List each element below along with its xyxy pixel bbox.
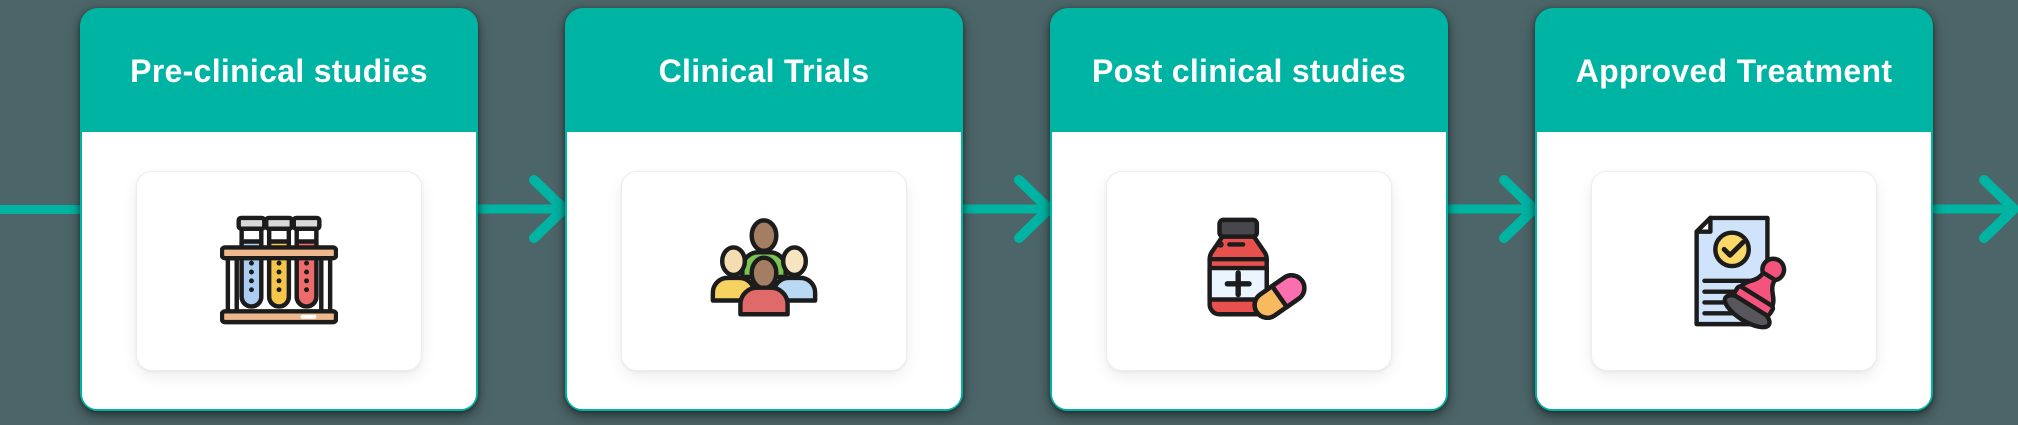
flow-entry-line bbox=[0, 205, 81, 214]
arrow-head-icon bbox=[529, 175, 568, 243]
step-body bbox=[567, 132, 961, 409]
people-group-icon bbox=[710, 217, 818, 316]
step-card-post-clinical: Post clinical studies bbox=[1050, 8, 1448, 411]
step-header: Post clinical studies bbox=[1052, 10, 1446, 132]
step-header: Approved Treatment bbox=[1537, 10, 1931, 132]
step-body bbox=[82, 132, 476, 409]
icon-tile bbox=[1591, 170, 1877, 371]
approved-document-stamp-icon bbox=[1694, 215, 1787, 329]
arrow-head-icon bbox=[1014, 175, 1053, 243]
icon-tile bbox=[621, 170, 907, 371]
arrow-connector-2 bbox=[960, 172, 1053, 246]
medicine-bottle-pill-icon bbox=[1207, 217, 1307, 320]
arrow-head-icon bbox=[1979, 175, 2018, 243]
test-tubes-icon bbox=[220, 215, 338, 324]
step-body bbox=[1052, 132, 1446, 409]
step-card-approved-treatment: Approved Treatment bbox=[1535, 8, 1933, 411]
step-title: Approved Treatment bbox=[1575, 52, 1893, 89]
step-title: Pre-clinical studies bbox=[130, 52, 428, 89]
step-card-preclinical: Pre-clinical studies bbox=[80, 8, 478, 411]
step-header: Pre-clinical studies bbox=[82, 10, 476, 132]
flow-exit-arrow bbox=[1931, 172, 2018, 246]
step-header: Clinical Trials bbox=[567, 10, 961, 132]
step-title: Clinical Trials bbox=[658, 52, 870, 89]
arrow-connector-3 bbox=[1445, 172, 1538, 246]
arrow-connector-1 bbox=[475, 172, 568, 246]
step-card-clinical-trials: Clinical Trials bbox=[565, 8, 963, 411]
step-body bbox=[1537, 132, 1931, 409]
step-title: Post clinical studies bbox=[1092, 52, 1406, 89]
icon-tile bbox=[136, 170, 422, 371]
icon-tile bbox=[1106, 170, 1392, 371]
arrow-head-icon bbox=[1499, 175, 1538, 243]
